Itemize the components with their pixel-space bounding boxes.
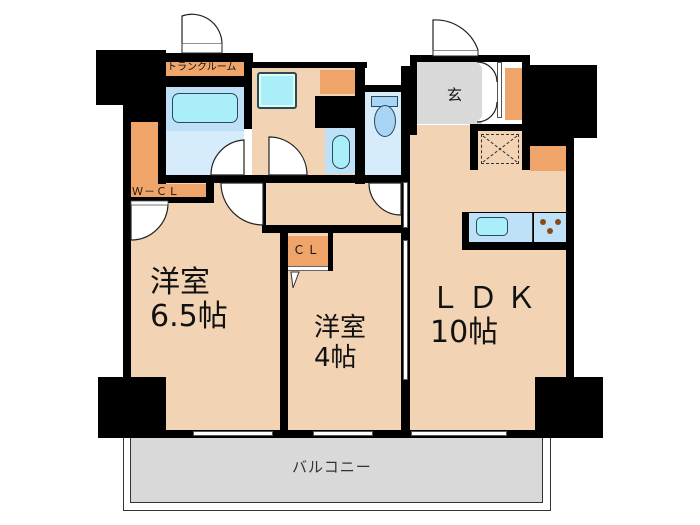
walk-in-closet-label-bg <box>131 184 206 199</box>
wall <box>410 55 417 135</box>
stove-area <box>534 213 566 242</box>
ldk-label: ＬＤＫ 10帖 <box>430 284 544 348</box>
western-room-2-size: 4帖 <box>314 343 357 373</box>
stove-burner-icon <box>555 219 561 225</box>
sliding-door[interactable] <box>403 240 408 380</box>
door-washroom[interactable] <box>268 136 308 176</box>
pillar-top-left <box>96 50 166 105</box>
balcony-label: バルコニー <box>292 458 372 476</box>
wall <box>160 53 253 62</box>
trunk-room <box>166 62 244 76</box>
wall <box>206 183 214 203</box>
wall <box>158 76 166 184</box>
western-room-1-size: 6.5帖 <box>150 299 228 334</box>
wall <box>158 175 410 183</box>
wall <box>123 100 131 438</box>
wall <box>280 225 288 438</box>
stove-burner-icon <box>547 228 553 234</box>
wall <box>262 225 410 233</box>
entrance-label: 玄 <box>447 86 463 104</box>
wall <box>522 138 574 146</box>
wall <box>244 53 252 129</box>
door-shoe-closet[interactable] <box>476 61 498 123</box>
closet <box>288 236 328 266</box>
walk-in-closet <box>131 122 161 190</box>
western-room-1-name: 洋室 <box>150 265 210 300</box>
bathtub-icon <box>172 93 238 123</box>
walk-in-closet-label: Ｗ－ＣＬ <box>132 185 180 198</box>
sliding-door[interactable] <box>497 62 502 118</box>
wall <box>123 100 166 122</box>
closet-door-swing-icon <box>290 271 300 289</box>
refrigerator-icon <box>481 134 519 164</box>
wall <box>160 76 252 87</box>
wall <box>315 96 357 128</box>
sliding-door[interactable] <box>403 182 408 228</box>
window[interactable] <box>411 431 507 436</box>
wall <box>262 180 266 233</box>
wall <box>355 62 365 184</box>
pillar-bottom-left <box>98 377 166 438</box>
window[interactable] <box>193 431 273 436</box>
wall <box>123 197 214 203</box>
pillar-top-right <box>527 65 597 138</box>
door-walk-in-closet[interactable] <box>130 202 169 241</box>
washing-machine-icon <box>257 72 297 109</box>
wall <box>410 55 530 62</box>
door-entrance[interactable] <box>432 19 479 57</box>
wall <box>328 233 333 271</box>
storage-shelf <box>320 70 356 94</box>
wall <box>355 85 410 92</box>
wall <box>522 62 530 170</box>
western-room-2-label: 洋室 4帖 <box>314 315 366 371</box>
toilet-bowl-icon <box>374 105 396 137</box>
ldk-name: ＬＤＫ <box>430 281 544 316</box>
wall <box>566 138 574 438</box>
entrance <box>417 62 482 124</box>
kitchen-sink-icon <box>476 217 508 236</box>
window[interactable] <box>313 431 373 436</box>
trunk-room-label: トランクルーム <box>167 62 237 73</box>
western-room-1-label: 洋室 6.5帖 <box>150 268 228 332</box>
wall <box>470 124 478 170</box>
wall <box>401 66 410 184</box>
wall <box>470 124 530 131</box>
western-room-2-name: 洋室 <box>314 313 367 343</box>
refrigerator-x-icon <box>482 135 518 163</box>
door-bathroom[interactable] <box>210 139 245 176</box>
door-western-room-1[interactable] <box>220 182 264 226</box>
door-trunk-room[interactable] <box>181 13 223 54</box>
door-toilet[interactable] <box>368 182 402 216</box>
balcony-floor <box>130 438 543 503</box>
ldk-size: 10帖 <box>430 315 499 350</box>
storage-ldk-top <box>530 146 566 171</box>
washbasin-icon <box>332 135 350 169</box>
shoe-closet <box>505 68 522 120</box>
closet-label: ＣＬ <box>293 243 322 257</box>
wall <box>244 62 367 68</box>
stove-burner-icon <box>540 219 546 225</box>
